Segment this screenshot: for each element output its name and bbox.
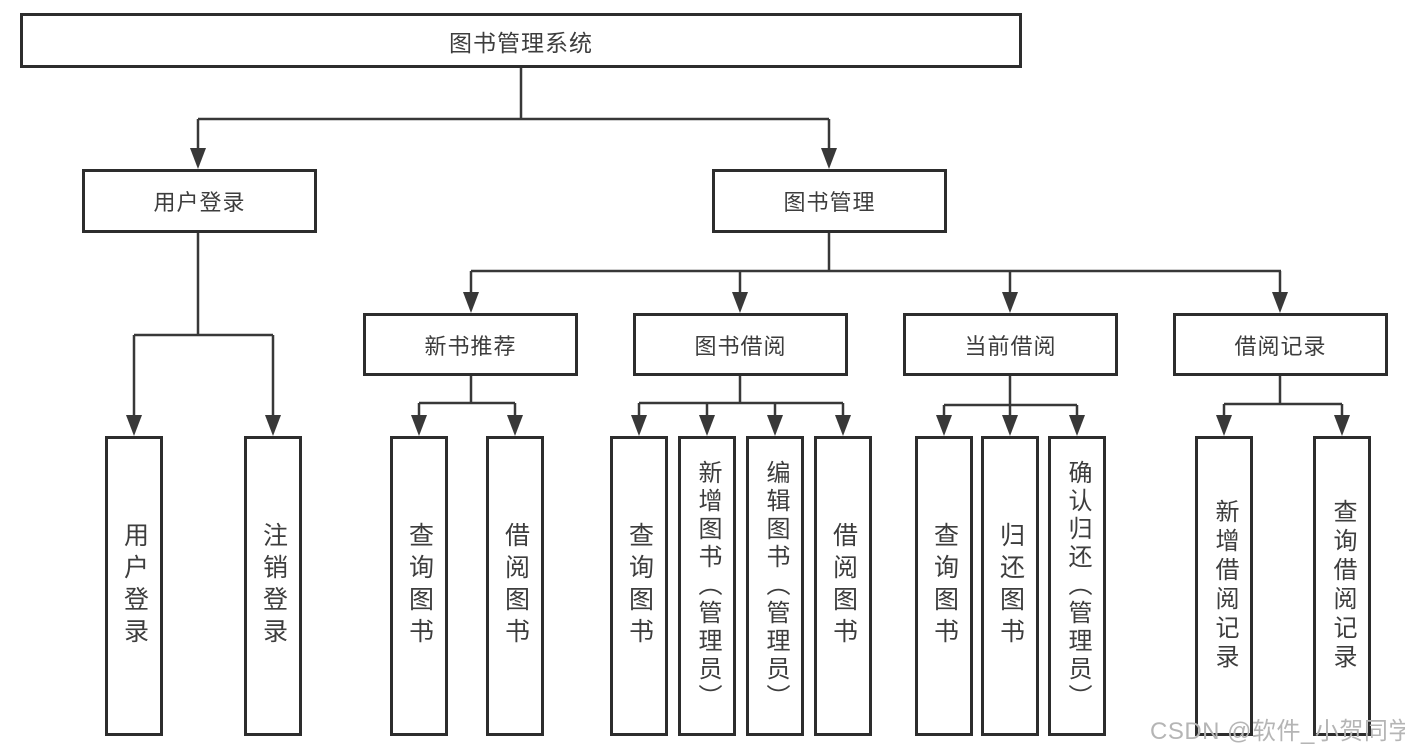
arrowhead-icon: [936, 415, 952, 436]
node-book-borrowing: 图书借阅: [633, 313, 848, 376]
node-label: 新增图书（管理员）: [694, 460, 721, 712]
connector-user-login: [134, 233, 273, 337]
node-label: 查询图书: [405, 522, 434, 650]
arrowhead-icon: [463, 292, 479, 313]
node-add-borrow-record: 新增借阅记录: [1195, 436, 1253, 736]
node-user-login-action: 用户登录: [105, 436, 163, 736]
node-label: 查询借阅记录: [1329, 499, 1356, 673]
node-borrowing-records: 借阅记录: [1173, 313, 1388, 376]
arrowhead-icon: [732, 292, 748, 313]
node-book-management: 图书管理: [712, 169, 947, 233]
arrowhead-icon: [1334, 415, 1350, 436]
arrowhead-icon: [411, 415, 427, 436]
node-label: 确认归还（管理员）: [1064, 460, 1091, 712]
node-label: 编辑图书（管理员）: [762, 460, 789, 712]
node-label: 用户登录: [120, 522, 149, 650]
node-label: 借阅记录: [1234, 333, 1327, 359]
connector-current-borrowing: [944, 376, 1077, 407]
connector-book-borrowing: [639, 376, 843, 405]
node-current-borrowing: 当前借阅: [903, 313, 1118, 376]
node-borrow-books: 借阅图书: [486, 436, 544, 736]
arrowhead-icon: [1272, 292, 1288, 313]
node-label: 查询图书: [930, 522, 959, 650]
node-query-books: 查询图书: [390, 436, 448, 736]
node-query-borrow-record: 查询借阅记录: [1313, 436, 1371, 736]
arrowhead-icon: [767, 415, 783, 436]
node-user-login: 用户登录: [82, 169, 317, 233]
node-label: 新增借阅记录: [1211, 499, 1238, 673]
node-label: 图书管理: [783, 190, 876, 215]
arrowhead-icon: [1216, 415, 1232, 436]
arrowhead-icon: [821, 148, 837, 169]
arrowhead-icon: [1002, 415, 1018, 436]
node-label: 借阅图书: [829, 522, 858, 650]
node-query-books: 查询图书: [915, 436, 973, 736]
node-confirm-return-admin: 确认归还（管理员）: [1048, 436, 1106, 736]
node-library-management-system: 图书管理系统: [20, 13, 1022, 68]
node-add-book-admin: 新增图书（管理员）: [678, 436, 736, 736]
node-new-book-recommendation: 新书推荐: [363, 313, 578, 376]
watermark: CSDN @软件_小贺同学: [1150, 718, 1405, 745]
connector-borrowing-records: [1224, 376, 1342, 406]
node-label: 借阅图书: [501, 522, 530, 650]
node-label: 用户登录: [153, 190, 246, 215]
node-label: 图书管理系统: [449, 29, 593, 56]
node-logout-action: 注销登录: [244, 436, 302, 736]
node-edit-book-admin: 编辑图书（管理员）: [746, 436, 804, 736]
node-label: 新书推荐: [424, 333, 517, 359]
arrowhead-icon: [265, 415, 281, 436]
node-borrow-books: 借阅图书: [814, 436, 872, 736]
node-label: 归还图书: [996, 522, 1025, 650]
node-query-books: 查询图书: [610, 436, 668, 736]
arrowhead-icon: [1069, 415, 1085, 436]
arrowhead-icon: [835, 415, 851, 436]
connector-book-management: [471, 233, 1281, 273]
arrowhead-icon: [507, 415, 523, 436]
node-label: 图书借阅: [694, 333, 787, 359]
node-label: 当前借阅: [964, 333, 1057, 359]
arrowhead-icon: [190, 148, 206, 169]
connector-new-book-recommendation: [419, 376, 515, 405]
node-return-books: 归还图书: [981, 436, 1039, 736]
arrowhead-icon: [631, 415, 647, 436]
node-label: 查询图书: [625, 522, 654, 650]
arrowhead-icon: [699, 415, 715, 436]
arrowhead-icon: [126, 415, 142, 436]
arrowhead-icon: [1002, 292, 1018, 313]
node-label: 注销登录: [259, 522, 288, 650]
connector-root: [198, 68, 829, 121]
